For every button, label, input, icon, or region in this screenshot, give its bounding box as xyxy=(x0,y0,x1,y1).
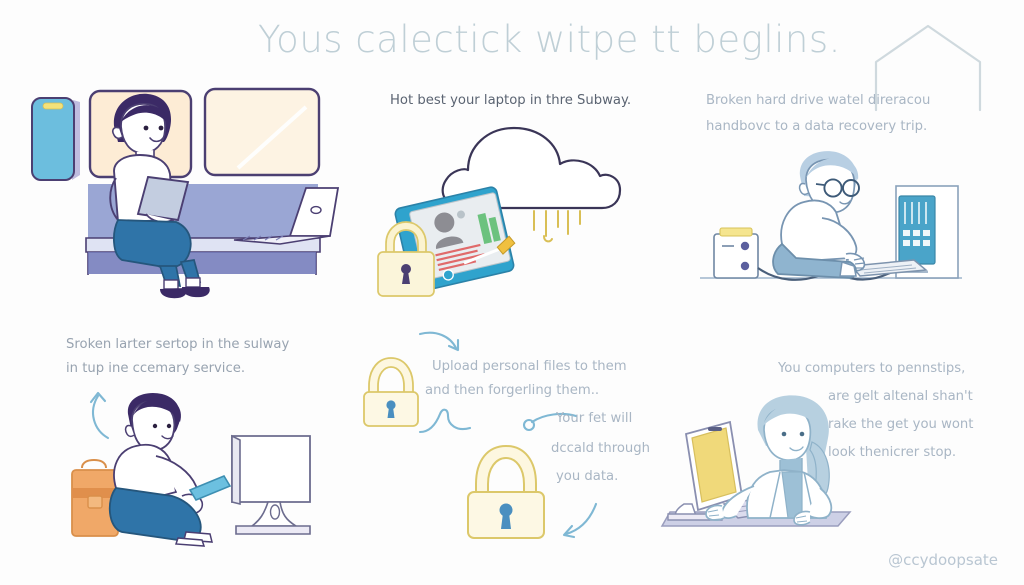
padlock-icon-leak xyxy=(460,432,552,542)
person-shape xyxy=(109,93,210,299)
padlock-icon xyxy=(377,221,435,297)
caption-leak-data-line-1: Your fet will xyxy=(556,411,633,426)
illustration-cloud-upload xyxy=(368,108,638,297)
rain-drops xyxy=(533,210,581,243)
arrow-curve-down-right-icon xyxy=(418,330,468,356)
laptop-shape xyxy=(233,187,340,245)
woman-shape xyxy=(705,395,833,526)
phone-shape xyxy=(31,97,80,181)
illustration-technician xyxy=(660,392,952,552)
monitor-shape-2 xyxy=(231,434,311,535)
technician-person-shape xyxy=(772,151,866,279)
padlock-icon-upload xyxy=(358,348,424,428)
briefcase-shape xyxy=(71,458,119,537)
caption-leak-data-line-3: you data. xyxy=(556,469,619,484)
illustration-subway-phone xyxy=(60,392,325,552)
caption-leak-data-line-2: dccald through xyxy=(551,441,650,456)
illustration-data-recovery xyxy=(700,140,970,290)
arrow-curl-left-icon xyxy=(520,410,580,436)
caption-cloud-upload-line-1: Hot best your laptop in thre Subway. xyxy=(390,93,632,108)
external-drive-shape xyxy=(713,227,759,279)
page-title: Yous calectick witpe tt beglins. xyxy=(258,18,841,61)
illustration-subway-laptop xyxy=(18,70,358,305)
caption-subway-phone-line-1: Sroken larter sertop in the sulway xyxy=(66,337,290,352)
author-handle: @ccydoopsate xyxy=(888,551,998,569)
caption-data-recovery-line-1: Broken hard drive watel direracou xyxy=(706,93,931,108)
arrow-down-left-icon xyxy=(560,500,600,540)
caption-upload-files-line-1: Upload personal files to them xyxy=(432,359,627,374)
caption-technician-line-1: You computers to pennstips, xyxy=(778,361,966,376)
caption-upload-files-line-2: and then forgerling them.. xyxy=(425,383,600,398)
caption-data-recovery-line-2: handbovc to a data recovery trip. xyxy=(706,119,928,134)
arrow-squiggle-icon xyxy=(418,404,478,438)
caption-technician-line-3: rake the get you wont xyxy=(828,417,974,432)
arrow-up-left-icon xyxy=(78,386,128,441)
caption-technician-line-4: look thenicrer stop. xyxy=(828,445,957,460)
caption-technician-line-2: are gelt altenal shan't xyxy=(828,389,973,404)
caption-subway-phone-line-2: in tup ine ccemary service. xyxy=(66,361,246,376)
house-outline-icon xyxy=(868,22,988,112)
person-phone-shape xyxy=(108,392,232,547)
